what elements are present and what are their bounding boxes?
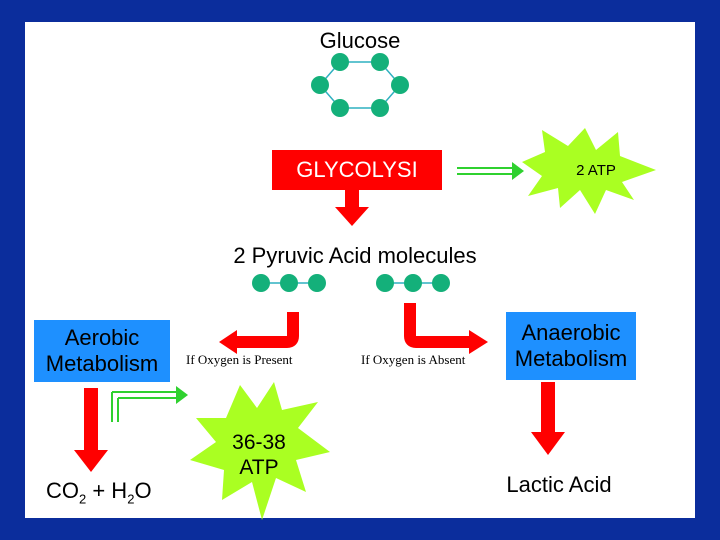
pyruvic-molecule-right: [376, 274, 450, 292]
atp-36-line1: 36-38: [232, 431, 286, 454]
plus-h: + H: [86, 478, 128, 503]
co2-subscript: 2: [79, 491, 87, 507]
lactic-acid-label: Lactic Acid: [506, 472, 612, 497]
glycolysis-label: GLYCOLYSI: [296, 157, 418, 182]
oxygen-present-label: If Oxygen is Present: [186, 352, 293, 367]
arrow-anaerobic-down: [531, 382, 565, 455]
o-suffix: O: [134, 478, 152, 503]
atp-36-line2: ATP: [239, 456, 279, 479]
pyruvic-atom: [252, 274, 270, 292]
pyruvic-label: 2 Pyruvic Acid molecules: [233, 243, 477, 268]
glucose-molecule: [311, 53, 409, 117]
slide-panel: [25, 22, 695, 518]
h2o-subscript: 2: [127, 491, 135, 507]
pyruvic-atom: [432, 274, 450, 292]
co2-h2o-label: CO2 + H2O: [46, 478, 152, 506]
glucose-atom: [371, 53, 389, 71]
aerobic-line1: Aerobic: [64, 325, 140, 350]
glucose-atom: [311, 76, 329, 94]
anaerobic-line2: Metabolism: [514, 346, 628, 371]
anaerobic-box: Anaerobic Metabolism: [506, 312, 636, 380]
anaerobic-line1: Anaerobic: [521, 320, 621, 345]
arrow-to-2atp: [457, 162, 524, 180]
arrow-oxygen-absent: [404, 303, 488, 354]
oxygen-absent-label: If Oxygen is Absent: [361, 352, 466, 367]
glucose-atom: [331, 53, 349, 71]
atp-star-small: [522, 128, 656, 214]
atp-2-label: 2 ATP: [576, 162, 616, 179]
glucose-atom: [391, 76, 409, 94]
pyruvic-atom: [404, 274, 422, 292]
glucose-atom: [371, 99, 389, 117]
arrow-aerobic-down: [74, 388, 108, 472]
arrow-oxygen-present: [219, 312, 299, 354]
glucose-atom: [331, 99, 349, 117]
co2-prefix: CO: [46, 478, 79, 503]
aerobic-box: Aerobic Metabolism: [34, 320, 170, 382]
pyruvic-atom: [376, 274, 394, 292]
arrow-to-36atp: [111, 386, 188, 422]
pyruvic-atom: [308, 274, 326, 292]
pyruvic-molecule-left: [252, 274, 326, 292]
atp-star-large: [190, 382, 330, 520]
glycolysis-box: GLYCOLYSI: [272, 150, 442, 190]
glucose-label: Glucose: [319, 28, 401, 53]
atp-36-label: 36-38 ATP: [214, 430, 304, 480]
aerobic-line2: Metabolism: [45, 351, 159, 376]
pyruvic-atom: [280, 274, 298, 292]
arrow-glycolysis-down: [335, 188, 369, 226]
